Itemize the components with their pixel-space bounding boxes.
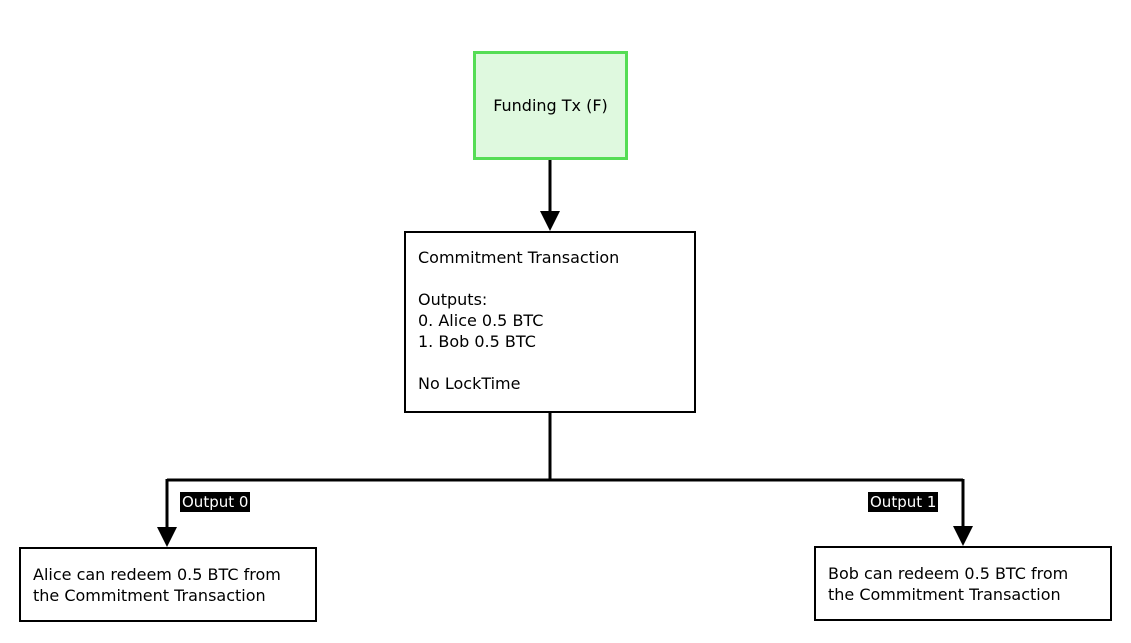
bob-redeem-line-2: the Commitment Transaction — [828, 585, 1061, 604]
bob-redeem-line-1: Bob can redeem 0.5 BTC from — [828, 564, 1069, 583]
funding-tx-node: Funding Tx (F) — [473, 51, 628, 160]
alice-redeem-line-2: the Commitment Transaction — [33, 586, 266, 605]
alice-redeem-node: Alice can redeem 0.5 BTC from the Commit… — [19, 547, 317, 622]
locktime-text: No LockTime — [418, 374, 521, 393]
commitment-title: Commitment Transaction — [418, 248, 620, 267]
commitment-transaction-node: Commitment Transaction Outputs: 0. Alice… — [404, 231, 696, 413]
funding-tx-label: Funding Tx (F) — [493, 96, 608, 115]
arrowhead-alice — [157, 527, 177, 547]
commitment-spacer — [418, 268, 682, 289]
edge-label-output-1: Output 1 — [868, 492, 939, 512]
alice-redeem-line-1: Alice can redeem 0.5 BTC from — [33, 565, 281, 584]
output-line-alice: 0. Alice 0.5 BTC — [418, 311, 544, 330]
commitment-spacer-2 — [418, 352, 682, 373]
outputs-heading: Outputs: — [418, 290, 488, 309]
bob-redeem-node: Bob can redeem 0.5 BTC from the Commitme… — [814, 546, 1112, 621]
edge-label-output-0: Output 0 — [180, 492, 251, 512]
output-line-bob: 1. Bob 0.5 BTC — [418, 332, 536, 351]
arrowhead-commitment — [540, 211, 560, 231]
arrowhead-bob — [953, 526, 973, 546]
